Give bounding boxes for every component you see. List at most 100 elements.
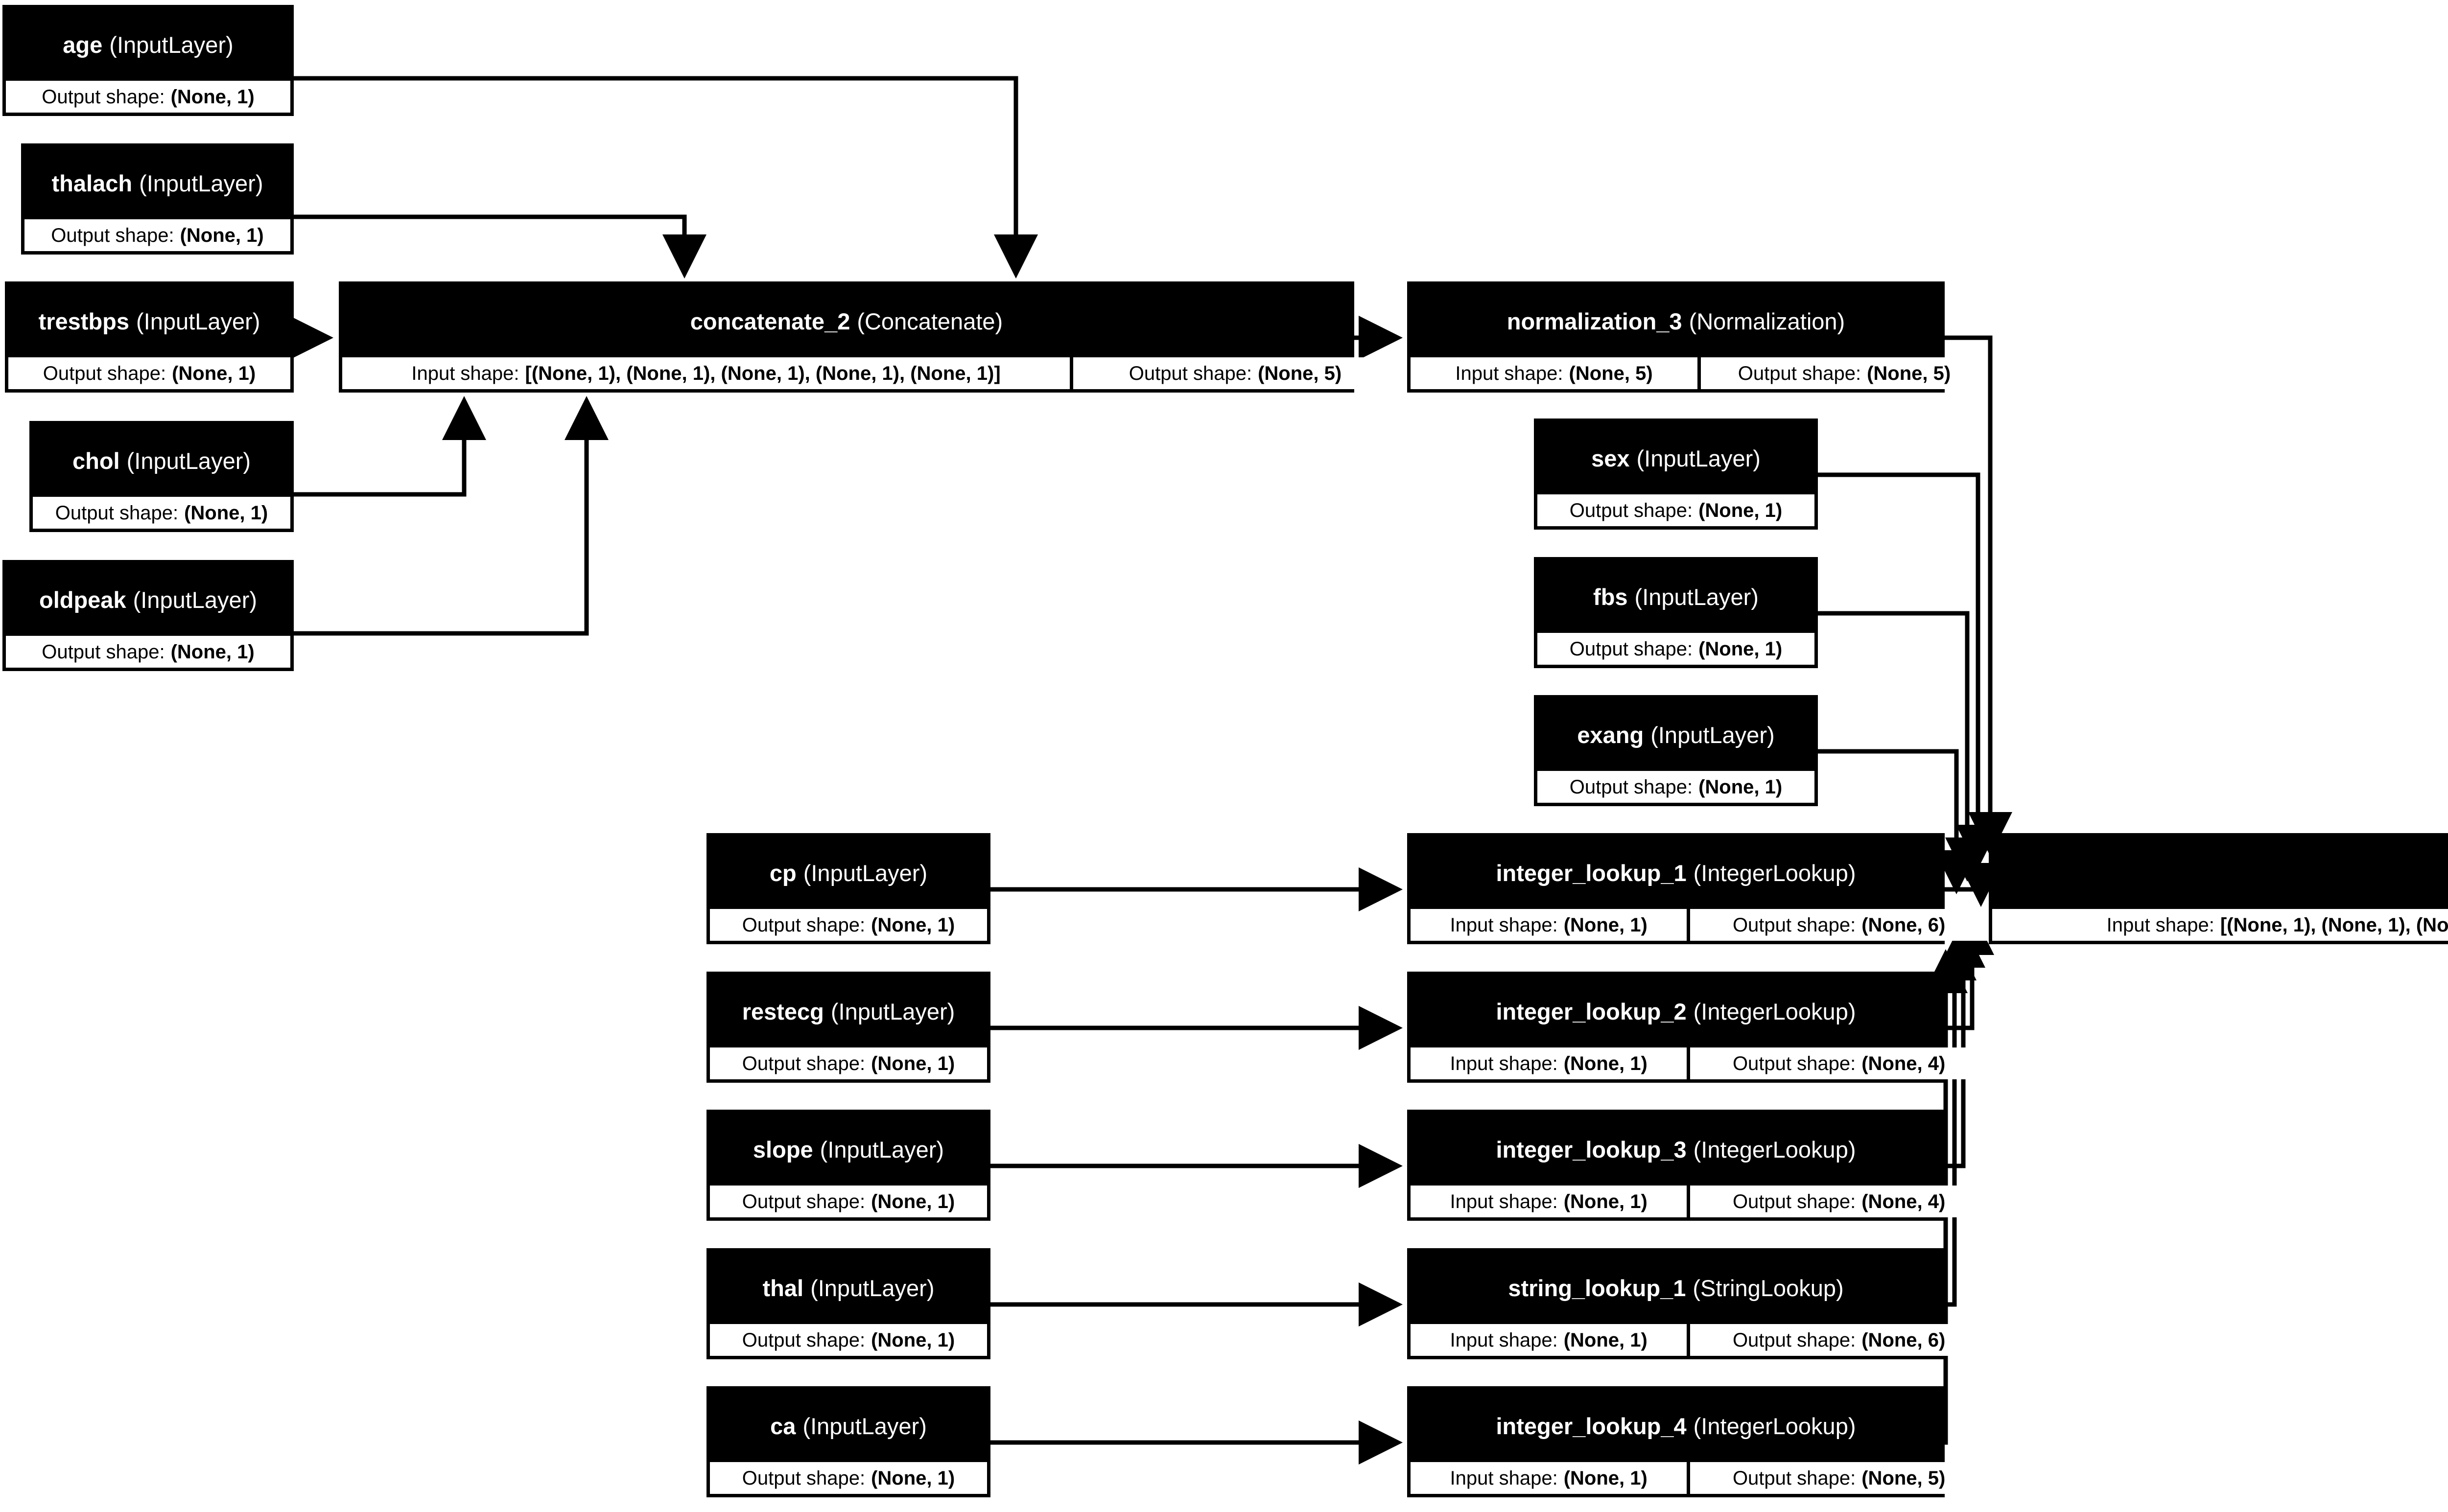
node-name-restecg: restecg — [742, 998, 824, 1024]
input-shape-cell-integer_lookup_3: Input shape:(None, 1) — [1411, 1186, 1687, 1217]
node-title-integer_lookup_3: integer_lookup_3(IntegerLookup) — [1411, 1113, 1941, 1186]
shape-label: Output shape: — [1732, 914, 1856, 936]
node-type-chol: (InputLayer) — [126, 447, 251, 474]
edge-integer_lookup_4-to-concatenate_3 — [1924, 949, 1968, 1445]
shape-value: (None, 5) — [1867, 362, 1951, 384]
node-integer_lookup_2[interactable]: integer_lookup_2(IntegerLookup)Input sha… — [1407, 972, 1988, 1083]
shape-label: Output shape: — [1732, 1329, 1856, 1351]
shape-value: (None, 6) — [1861, 914, 1946, 936]
shape-label: Output shape: — [742, 1467, 866, 1489]
input-shape-cell-concatenate_3: Input shape: [(None, 1), (None, 1), (None… — [1992, 909, 2448, 941]
output-shape-cell-concatenate_2: Output shape:(None, 5) — [1073, 357, 1397, 389]
node-name-integer_lookup_2: integer_lookup_2 — [1496, 998, 1687, 1024]
node-name-string_lookup_1: string_lookup_1 — [1508, 1275, 1686, 1301]
node-concatenate_3[interactable]: concatenate_3(Concatenate) Input shape: [(… — [1989, 833, 2448, 944]
node-exang[interactable]: exang(InputLayer)Output shape:(None, 1) — [1534, 695, 1818, 806]
shape-value: (None, 5) — [1861, 1467, 1946, 1489]
node-concatenate_2[interactable]: concatenate_2(Concatenate)Input shape:[(… — [339, 281, 1397, 393]
input-shape-cell-integer_lookup_2: Input shape:(None, 1) — [1411, 1047, 1687, 1079]
node-fbs[interactable]: fbs(InputLayer)Output shape:(None, 1) — [1534, 557, 1818, 668]
shape-label: Output shape: — [42, 641, 165, 663]
node-chol[interactable]: chol(InputLayer)Output shape:(None, 1) — [29, 421, 294, 532]
node-type-fbs: (InputLayer) — [1634, 583, 1759, 610]
input-shape-cell-integer_lookup_4: Input shape:(None, 1) — [1411, 1462, 1687, 1494]
node-shapes-ca: Output shape:(None, 1) — [710, 1462, 987, 1494]
node-age[interactable]: age(InputLayer)Output shape:(None, 1) — [2, 5, 294, 116]
node-title-fbs: fbs(InputLayer) — [1537, 560, 1814, 633]
output-shape-cell-exang: Output shape:(None, 1) — [1537, 771, 1814, 803]
input-shape-cell-string_lookup_1: Input shape:(None, 1) — [1411, 1324, 1687, 1356]
node-title-integer_lookup_1: integer_lookup_1(IntegerLookup) — [1411, 837, 1941, 909]
edge-fbs-to-concatenate_3 — [1818, 611, 1989, 882]
node-integer_lookup_1[interactable]: integer_lookup_1(IntegerLookup)Input sha… — [1407, 833, 1988, 944]
node-shapes-string_lookup_1: Input shape:(None, 1)Output shape:(None,… — [1411, 1324, 1988, 1356]
node-ca[interactable]: ca(InputLayer)Output shape:(None, 1) — [706, 1386, 990, 1497]
node-type-normalization_3: (Normalization) — [1689, 308, 1845, 334]
node-title-concatenate_2: concatenate_2(Concatenate) — [342, 285, 1351, 357]
node-integer_lookup_4[interactable]: integer_lookup_4(IntegerLookup)Input sha… — [1407, 1386, 1988, 1497]
node-shapes-fbs: Output shape:(None, 1) — [1537, 633, 1814, 665]
shape-label: Output shape: — [1569, 499, 1693, 521]
node-sex[interactable]: sex(InputLayer)Output shape:(None, 1) — [1534, 419, 1818, 530]
node-oldpeak[interactable]: oldpeak(InputLayer)Output shape:(None, 1… — [2, 560, 294, 671]
shape-value: (None, 1) — [871, 1190, 955, 1212]
node-trestbps[interactable]: trestbps(InputLayer)Output shape:(None, … — [5, 281, 294, 393]
node-title-string_lookup_1: string_lookup_1 (StringLookup) — [1411, 1252, 1941, 1324]
shape-label: Output shape: — [742, 914, 866, 936]
node-name-fbs: fbs — [1593, 583, 1628, 610]
node-normalization_3[interactable]: normalization_3(Normalization)Input shap… — [1407, 281, 1988, 393]
node-thal[interactable]: thal(InputLayer)Output shape:(None, 1) — [706, 1248, 990, 1359]
node-type-cp: (InputLayer) — [803, 860, 928, 886]
node-type-integer_lookup_1: (IntegerLookup) — [1693, 860, 1856, 886]
shape-value: (None, 4) — [1861, 1190, 1946, 1212]
shape-label: Output shape: — [742, 1052, 866, 1074]
node-title-sex: sex(InputLayer) — [1537, 422, 1814, 494]
output-shape-cell-trestbps: Output shape:(None, 1) — [8, 357, 290, 389]
output-shape-cell-restecg: Output shape:(None, 1) — [710, 1047, 987, 1079]
node-cp[interactable]: cp(InputLayer)Output shape:(None, 1) — [706, 833, 990, 944]
shape-value: (None, 1) — [1563, 914, 1648, 936]
node-restecg[interactable]: restecg(InputLayer)Output shape:(None, 1… — [706, 972, 990, 1083]
node-type-string_lookup_1: (StringLookup) — [1693, 1275, 1844, 1301]
input-shape-cell-normalization_3: Input shape:(None, 5) — [1411, 357, 1697, 389]
node-shapes-concatenate_2: Input shape:[(None, 1), (None, 1), (None… — [342, 357, 1397, 389]
shape-value: [(None, 1), (None, 1), (None, 1), (None,… — [2220, 914, 2448, 936]
node-type-slope: (InputLayer) — [820, 1136, 944, 1163]
shape-value: (None, 1) — [871, 1329, 955, 1351]
shape-label: Output shape: — [742, 1190, 866, 1212]
node-type-age: (InputLayer) — [109, 31, 234, 58]
node-name-thal: thal — [762, 1275, 804, 1301]
output-shape-cell-age: Output shape:(None, 1) — [6, 81, 290, 113]
node-type-concatenate_2: (Concatenate) — [857, 308, 1003, 334]
shape-label: Input shape: — [1450, 1052, 1558, 1074]
output-shape-cell-ca: Output shape:(None, 1) — [710, 1462, 987, 1494]
node-integer_lookup_3[interactable]: integer_lookup_3(IntegerLookup)Input sha… — [1407, 1110, 1988, 1221]
shape-value: (None, 1) — [172, 362, 256, 384]
node-title-normalization_3: normalization_3(Normalization) — [1411, 285, 1941, 357]
shape-label: Input shape: — [1450, 914, 1558, 936]
shape-label: Input shape: — [1450, 1190, 1558, 1212]
shape-label: Output shape: — [742, 1329, 866, 1351]
node-name-thalach: thalach — [51, 170, 133, 196]
node-string_lookup_1[interactable]: string_lookup_1 (StringLookup)Input shape… — [1407, 1248, 1988, 1359]
edge-oldpeak-to-concatenate_2 — [294, 396, 609, 636]
shape-label: Input shape: — [411, 362, 519, 384]
output-shape-cell-integer_lookup_1: Output shape:(None, 6) — [1690, 909, 1988, 941]
node-shapes-thalach: Output shape:(None, 1) — [24, 219, 290, 251]
node-shapes-integer_lookup_1: Input shape:(None, 1) Output shape:(None,… — [1411, 909, 1988, 941]
output-shape-cell-cp: Output shape:(None, 1) — [710, 909, 987, 941]
node-shapes-chol: Output shape:(None, 1) — [33, 497, 290, 529]
output-shape-cell-integer_lookup_4: Output shape:(None, 5) — [1690, 1462, 1988, 1494]
shape-label: Output shape: — [1569, 776, 1693, 798]
node-title-concatenate_3: concatenate_3(Concatenate) — [1992, 837, 2448, 909]
shape-label: Output shape: — [1732, 1052, 1856, 1074]
node-slope[interactable]: slope(InputLayer)Output shape:(None, 1) — [706, 1110, 990, 1221]
shape-label: Output shape: — [55, 502, 179, 524]
node-shapes-concatenate_3: Input shape: [(None, 1), (None, 1), (None… — [1992, 909, 2448, 941]
node-shapes-trestbps: Output shape:(None, 1) — [8, 357, 290, 389]
shape-label: Input shape: — [2106, 914, 2214, 936]
node-thalach[interactable]: thalach(InputLayer)Output shape:(None, 1… — [21, 143, 294, 255]
shape-value: (None, 4) — [1861, 1052, 1946, 1074]
